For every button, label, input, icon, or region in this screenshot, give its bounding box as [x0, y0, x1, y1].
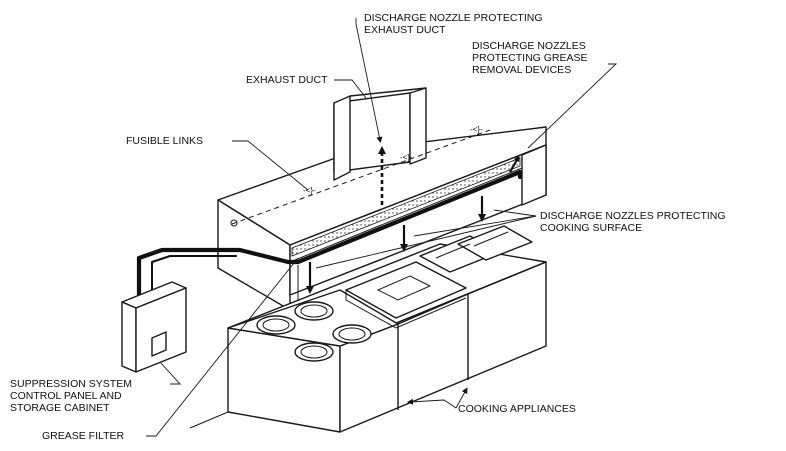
leader-appliance-2 [455, 387, 468, 409]
label-cooking-appliances: COOKING APPLIANCES [458, 403, 576, 415]
exhaust-duct [333, 87, 427, 181]
leader-lines [146, 18, 618, 437]
leader-appliance-1 [407, 398, 457, 409]
label-grease-filter: GREASE FILTER [42, 430, 124, 442]
pulley-icon [230, 219, 238, 227]
leader-cooking-nozzle-2 [413, 215, 537, 237]
label-nozzle-duct-line-2: EXHAUST DUCT [364, 24, 446, 36]
hood-lip [289, 167, 523, 263]
labels: DISCHARGE NOZZLE PROTECTING EXHAUST DUCT… [10, 12, 726, 442]
distribution-piping [136, 169, 523, 303]
nozzle-arrows [306, 146, 520, 294]
svg-text:-<}-: -<}- [400, 153, 413, 162]
cooking-appliances [189, 225, 547, 433]
label-suppression-line-2: CONTROL PANEL AND [10, 390, 122, 402]
label-suppression-line-3: STORAGE CABINET [10, 402, 110, 414]
label-nozzles-cooking-line-1: DISCHARGE NOZZLES PROTECTING [540, 210, 726, 222]
leader-duct-nozzle [355, 18, 383, 143]
svg-text:-<}-: -<}- [303, 186, 316, 195]
cabinet-window-icon [151, 331, 167, 357]
label-fusible-links: FUSIBLE LINKS [126, 135, 203, 147]
label-nozzles-grease-line-2: PROTECTING GREASE [472, 52, 588, 64]
detection-line [151, 255, 237, 297]
label-nozzles-cooking-line-2: COOKING SURFACE [540, 222, 642, 234]
leader-grease-nozzles [527, 63, 618, 149]
cabinet-front [135, 287, 187, 373]
svg-text:-<}-: -<}- [470, 125, 483, 134]
fusible-link-line: -<}- -<}- -<}- [230, 125, 491, 227]
grease-nozzle-arrow [509, 155, 520, 173]
fryer-right [457, 225, 533, 261]
griddle-top [345, 261, 467, 319]
main-pipe [136, 169, 523, 303]
label-nozzle-duct-line-1: DISCHARGE NOZZLE PROTECTING [364, 12, 543, 24]
label-nozzles-grease-line-1: DISCHARGE NOZZLES [472, 40, 586, 52]
hood-right-end [521, 144, 547, 206]
label-nozzles-grease-line-3: REMOVAL DEVICES [472, 64, 571, 76]
leader-fusible-links [232, 140, 309, 191]
leader-exhaust-duct [334, 79, 367, 99]
leader-cooking-nozzle-3 [315, 215, 537, 269]
duct-left-wall [333, 95, 351, 181]
duct-right-wall [409, 87, 427, 165]
label-exhaust-duct: EXHAUST DUCT [246, 74, 328, 86]
leader-grease-filter [146, 257, 299, 437]
control-cabinet [121, 281, 187, 373]
cabinet-side [121, 301, 137, 373]
grease-filter-strip [291, 157, 521, 257]
leader-cooking-nozzle-1 [493, 209, 537, 217]
label-suppression-line-1: SUPPRESSION SYSTEM [10, 378, 132, 390]
leader-suppression [159, 361, 182, 385]
